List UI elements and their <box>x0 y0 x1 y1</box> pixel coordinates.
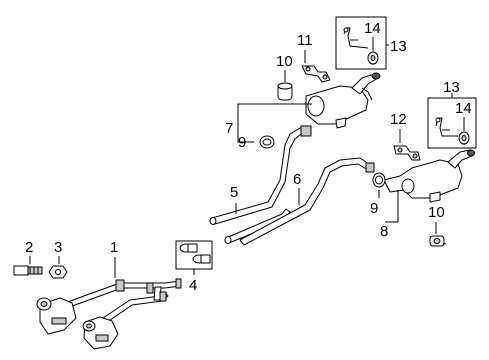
callout-4: 4 <box>189 277 197 294</box>
part-14-insulator-upper[interactable] <box>367 51 379 65</box>
part-13-hanger-upper[interactable] <box>343 27 369 49</box>
part-2-bolt[interactable] <box>13 265 43 276</box>
part-9-gasket-lower[interactable] <box>372 172 386 188</box>
callout-3: 3 <box>54 239 62 256</box>
part-6-intermediate-pipe[interactable] <box>239 157 375 246</box>
callout-5: 5 <box>230 184 238 201</box>
part-3-nut[interactable] <box>48 265 68 279</box>
part-13-box-upper <box>335 16 387 70</box>
part-11-hanger-bracket[interactable] <box>301 65 331 83</box>
callout-6: 6 <box>293 171 301 188</box>
callout-9-upper: 9 <box>238 134 246 151</box>
callout-7: 7 <box>225 120 233 137</box>
callout-8: 8 <box>380 223 388 240</box>
callout-9-lower: 9 <box>370 200 378 217</box>
leader-8 <box>385 190 399 223</box>
part-1-front-pipe-assembly[interactable] <box>36 278 182 350</box>
callout-1: 1 <box>110 239 118 256</box>
callout-14-upper: 14 <box>364 20 381 37</box>
callout-2: 2 <box>25 239 33 256</box>
part-9-gasket-upper[interactable] <box>259 135 275 149</box>
part-10-insulator-upper[interactable] <box>277 82 293 101</box>
callout-10-lower: 10 <box>428 204 445 221</box>
callout-12: 12 <box>390 111 407 128</box>
callout-13-right: 13 <box>443 79 460 96</box>
part-5-intermediate-pipe[interactable] <box>209 125 312 244</box>
part-7-muffler-left[interactable] <box>305 72 381 129</box>
part-13-hanger-right[interactable] <box>435 117 458 137</box>
callout-14-right: 14 <box>455 100 472 117</box>
callout-11: 11 <box>297 32 313 49</box>
callout-10-upper: 10 <box>276 53 293 70</box>
part-4-clamps[interactable] <box>179 243 211 264</box>
callout-13-upper: 13 <box>390 38 407 55</box>
part-8-muffler-right[interactable] <box>383 149 475 203</box>
part-14-insulator-right[interactable] <box>458 131 470 145</box>
part-10-insulator-lower[interactable] <box>429 235 447 247</box>
part-12-hanger-bracket[interactable] <box>393 145 421 161</box>
